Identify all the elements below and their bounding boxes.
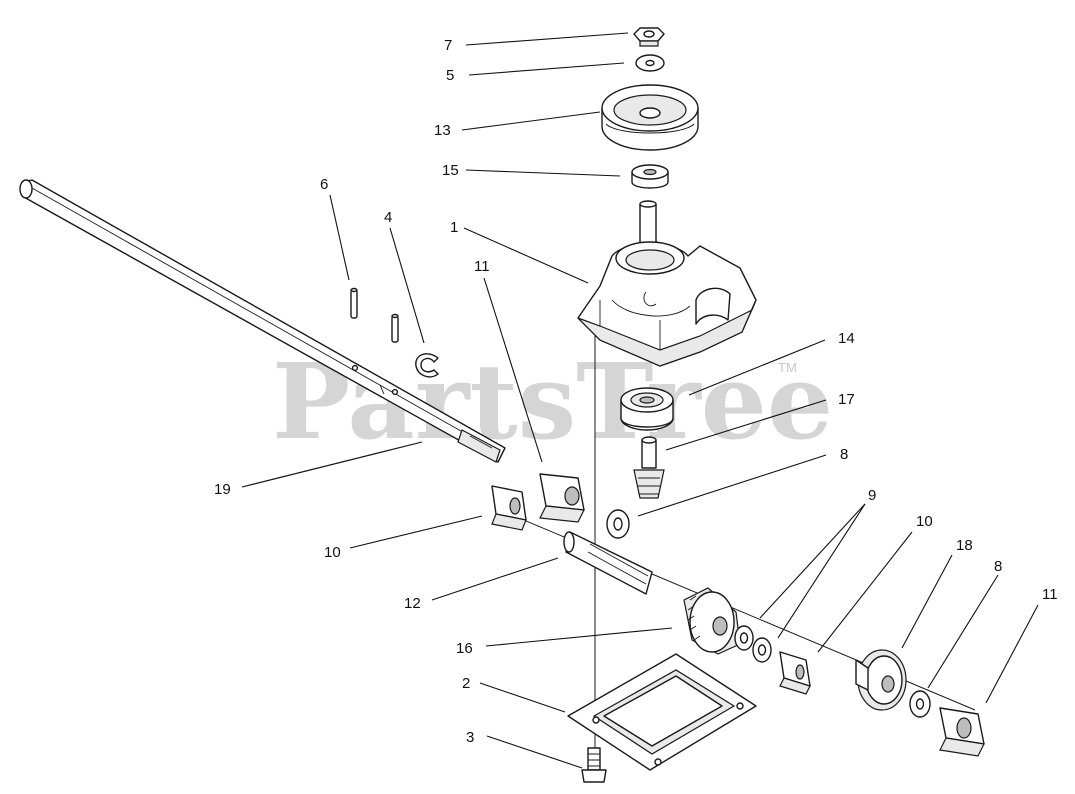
- pinion-shaft[interactable]: [633, 436, 665, 499]
- callout-8-upper[interactable]: 8: [840, 446, 848, 463]
- leader-lines: [241, 32, 1039, 769]
- retaining-clip[interactable]: [415, 353, 439, 378]
- gear-case[interactable]: [577, 200, 757, 367]
- bushing-upper-left[interactable]: [539, 473, 585, 523]
- callout-17[interactable]: 17: [838, 391, 855, 408]
- washers-9[interactable]: [734, 625, 772, 663]
- callout-2[interactable]: 2: [462, 675, 470, 692]
- callout-4[interactable]: 4: [384, 209, 392, 226]
- roll-pin-6[interactable]: [350, 287, 358, 319]
- callout-3[interactable]: 3: [466, 729, 474, 746]
- callout-13[interactable]: 13: [434, 122, 451, 139]
- spacer[interactable]: [631, 164, 669, 189]
- pulley[interactable]: [601, 84, 699, 151]
- callout-18[interactable]: 18: [956, 537, 973, 554]
- roll-pin-4[interactable]: [391, 313, 399, 343]
- callout-10-right[interactable]: 10: [916, 513, 933, 530]
- callout-9[interactable]: 9: [868, 487, 876, 504]
- callout-19[interactable]: 19: [214, 481, 231, 498]
- bushing-lower-right[interactable]: [939, 707, 985, 757]
- cover-plate[interactable]: [567, 653, 757, 771]
- callout-11-left[interactable]: 11: [474, 258, 490, 275]
- watermark-tm: TM: [778, 360, 797, 375]
- callout-10-left[interactable]: 10: [324, 544, 341, 561]
- callout-15[interactable]: 15: [442, 162, 459, 179]
- watermark-text: PartsTree: [272, 340, 833, 463]
- callout-labels: 7 5 13 15 6 4 1 11 14 17 8 19 9 10 10 18…: [214, 37, 1058, 746]
- callout-11-right[interactable]: 11: [1042, 586, 1058, 603]
- callout-16[interactable]: 16: [456, 640, 473, 657]
- watermark: PartsTree TM: [272, 340, 833, 463]
- hex-nut[interactable]: [633, 27, 665, 47]
- splined-shaft[interactable]: [563, 531, 653, 595]
- hex-bolt[interactable]: [581, 747, 607, 783]
- washer-8-upper[interactable]: [606, 509, 630, 539]
- callout-1[interactable]: 1: [450, 219, 458, 236]
- callout-5[interactable]: 5: [446, 67, 454, 84]
- drive-shaft[interactable]: [19, 179, 506, 463]
- washer-5[interactable]: [635, 54, 665, 72]
- callout-7[interactable]: 7: [444, 37, 452, 54]
- callout-12[interactable]: 12: [404, 595, 421, 612]
- bushing-left[interactable]: [491, 485, 527, 531]
- washer-8-lower[interactable]: [909, 690, 931, 718]
- bushing-right[interactable]: [779, 651, 811, 695]
- spur-gear[interactable]: [855, 649, 907, 711]
- bevel-gear[interactable]: [683, 587, 741, 655]
- ball-bearing[interactable]: [620, 387, 674, 431]
- callout-14[interactable]: 14: [838, 330, 855, 347]
- callout-6[interactable]: 6: [320, 176, 328, 193]
- callout-8-lower[interactable]: 8: [994, 558, 1002, 575]
